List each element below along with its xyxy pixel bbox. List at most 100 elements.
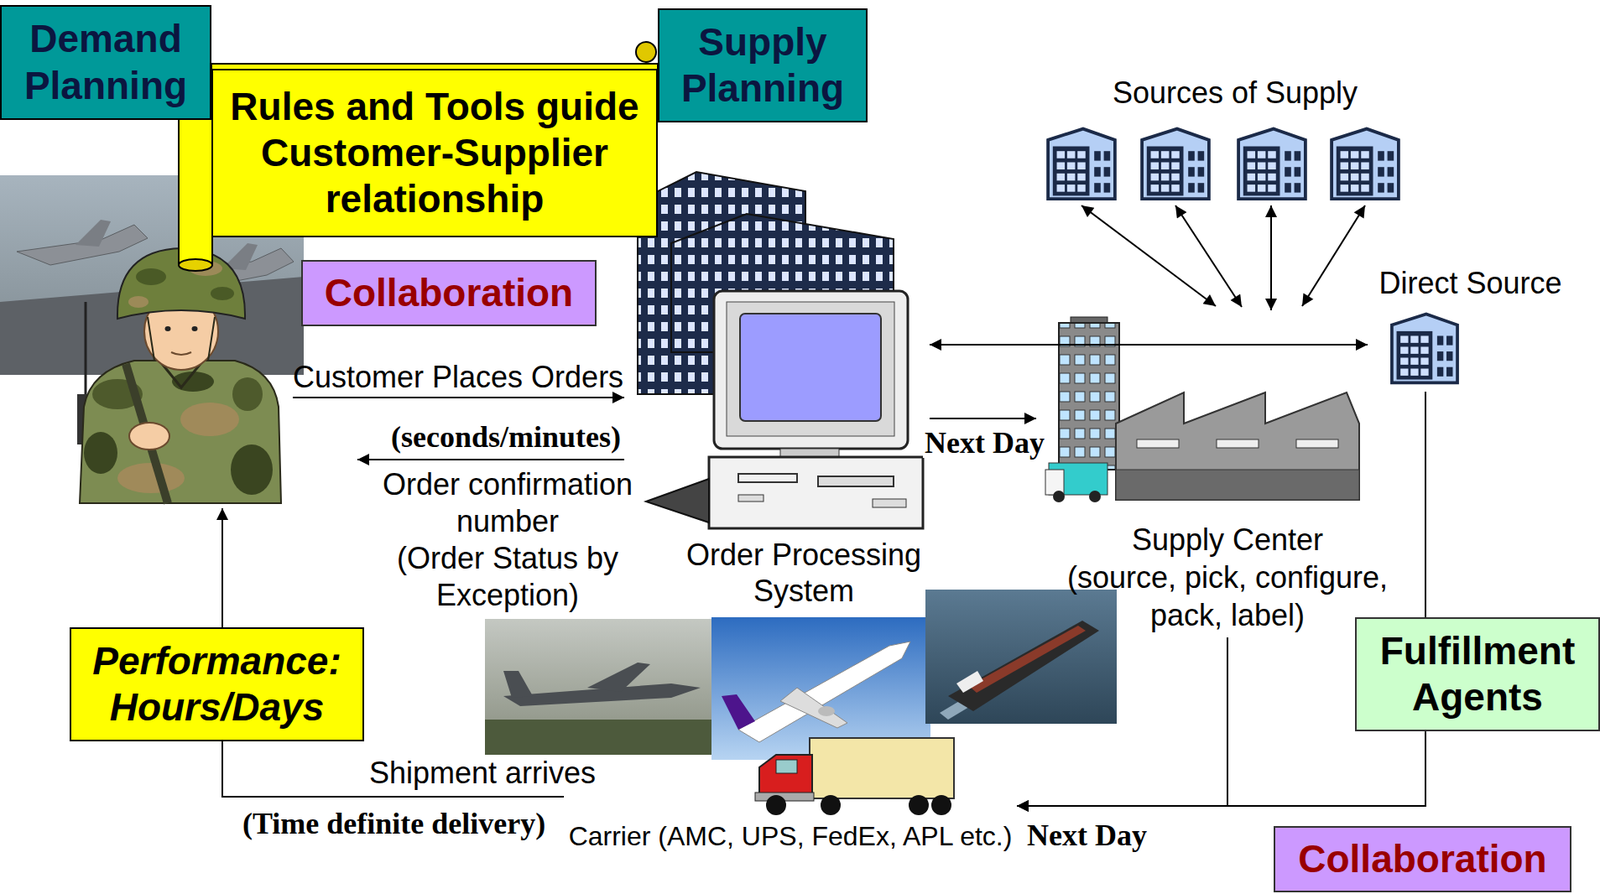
scroll-roll <box>178 41 658 272</box>
warehouse-icon <box>1136 439 1179 449</box>
computer-icon <box>738 495 764 502</box>
c17-photo <box>484 719 712 756</box>
building-icon <box>1141 129 1210 200</box>
carrier-deck-photo <box>0 175 304 376</box>
ship-photo <box>969 625 1086 694</box>
computer-icon <box>714 291 908 449</box>
scroll-roll <box>178 112 213 266</box>
node-label: Supply Center <box>1131 521 1324 559</box>
soldier-figure <box>180 402 240 437</box>
node-label: Fulfillment Agents <box>1365 628 1590 721</box>
warehouse-icon <box>1296 439 1339 449</box>
flow-arrow <box>357 458 625 461</box>
soldier-figure <box>171 352 192 355</box>
supply-arrow <box>1175 205 1242 308</box>
soldier-figure <box>79 360 282 504</box>
flow-connector <box>929 417 1037 420</box>
edge-label: Next Day <box>1025 820 1149 851</box>
soldier-figure <box>232 377 263 412</box>
soldier-figure <box>83 371 273 496</box>
computer-icon <box>872 499 907 508</box>
truck-icon <box>776 760 798 774</box>
soldier-figure <box>210 286 235 301</box>
truck-icon <box>755 738 954 816</box>
node-label: Carrier (AMC, UPS, FedEx, APL etc.) <box>568 820 1013 853</box>
scroll-roll <box>178 259 213 272</box>
soldier-figure <box>77 248 282 504</box>
supply-source-group: Sources of Supply <box>1031 71 1439 206</box>
c17-photo <box>503 671 533 699</box>
planning-box: Supply Planning <box>657 8 868 123</box>
flow-connector <box>929 343 1368 346</box>
cargo-plane-photo <box>818 706 835 717</box>
soldier-figure <box>230 444 273 496</box>
connector-group <box>222 205 1426 807</box>
supply-arrow <box>1081 205 1216 307</box>
computer-icon <box>646 479 709 523</box>
cargo-plane-photo <box>721 694 756 730</box>
warehouse-icon <box>1216 439 1259 449</box>
soldier-figure <box>165 326 172 332</box>
truck-icon <box>908 795 929 816</box>
computer-icon <box>726 302 895 437</box>
building-icon <box>1238 129 1306 200</box>
flow-arrow <box>292 396 625 399</box>
edge-label: Shipment arrives <box>367 758 598 789</box>
node-label: Order Processing System <box>681 536 927 610</box>
ship-photo <box>956 671 984 694</box>
carrier: Carrier (AMC, UPS, FedEx, APL etc.) <box>563 729 1017 856</box>
building-icon <box>1391 313 1458 383</box>
c17-photo <box>587 662 651 693</box>
truck-icon <box>931 795 952 816</box>
truck-icon <box>766 795 787 816</box>
node-label: Collaboration <box>324 270 574 317</box>
flow-connector <box>1270 205 1272 311</box>
soldier-figure <box>83 432 118 475</box>
supply-arrow <box>1302 205 1366 307</box>
performance-box: Performance: Hours/Days <box>69 627 365 742</box>
truck-icon <box>820 795 841 816</box>
truck-icon <box>759 755 813 798</box>
flow-connector <box>222 741 564 798</box>
flow-label: Order confirmation number <box>373 466 642 541</box>
cargo-plane-photo <box>780 687 848 729</box>
ship-photo <box>925 589 1117 725</box>
timing-label: (seconds/minutes) <box>390 422 621 453</box>
carrier-deck-photo <box>0 175 304 376</box>
truck-icon <box>809 738 954 799</box>
computer-icon <box>708 457 923 529</box>
soldier-figure <box>135 268 167 286</box>
warehouse-icon <box>1115 469 1360 501</box>
scroll-roll <box>635 41 657 63</box>
order-system: Order Processing System <box>677 285 930 613</box>
node-label: Collaboration <box>1297 836 1547 883</box>
soldier-figure <box>117 463 185 494</box>
planning-box: Demand Planning <box>0 5 212 120</box>
supply-arrow <box>1081 205 1366 308</box>
edge-label: Next Day <box>922 427 1047 459</box>
node-label: Performance: Hours/Days <box>79 638 355 731</box>
node-label: Supply Planning <box>666 19 860 112</box>
ship-photo <box>948 620 1100 712</box>
node-label: Rules and Tools guide Customer-Supplier … <box>221 83 648 224</box>
collaboration-box: Collaboration <box>1273 826 1572 893</box>
warehouse-icon <box>1045 469 1064 496</box>
building-icon <box>1047 129 1116 200</box>
building-icon <box>1331 129 1399 200</box>
flow-label: (Order Status by Exception) <box>373 540 642 615</box>
computer-icon <box>818 476 894 487</box>
node-label: Demand Planning <box>8 15 204 109</box>
computer-icon <box>646 291 923 529</box>
scroll-banner: Rules and Tools guide Customer-Supplier … <box>211 68 658 238</box>
computer-icon <box>740 313 881 422</box>
flow-connector <box>1016 391 1426 807</box>
computer-icon <box>738 474 798 483</box>
node-label: Direct Source <box>1378 265 1562 302</box>
flow-label: Customer Places Orders <box>292 362 624 393</box>
collaboration-box: Collaboration <box>301 260 597 327</box>
fulfillment-box: Fulfillment Agents <box>1355 617 1600 732</box>
warehouse-icon <box>1052 490 1065 503</box>
ship-photo <box>925 589 1117 725</box>
